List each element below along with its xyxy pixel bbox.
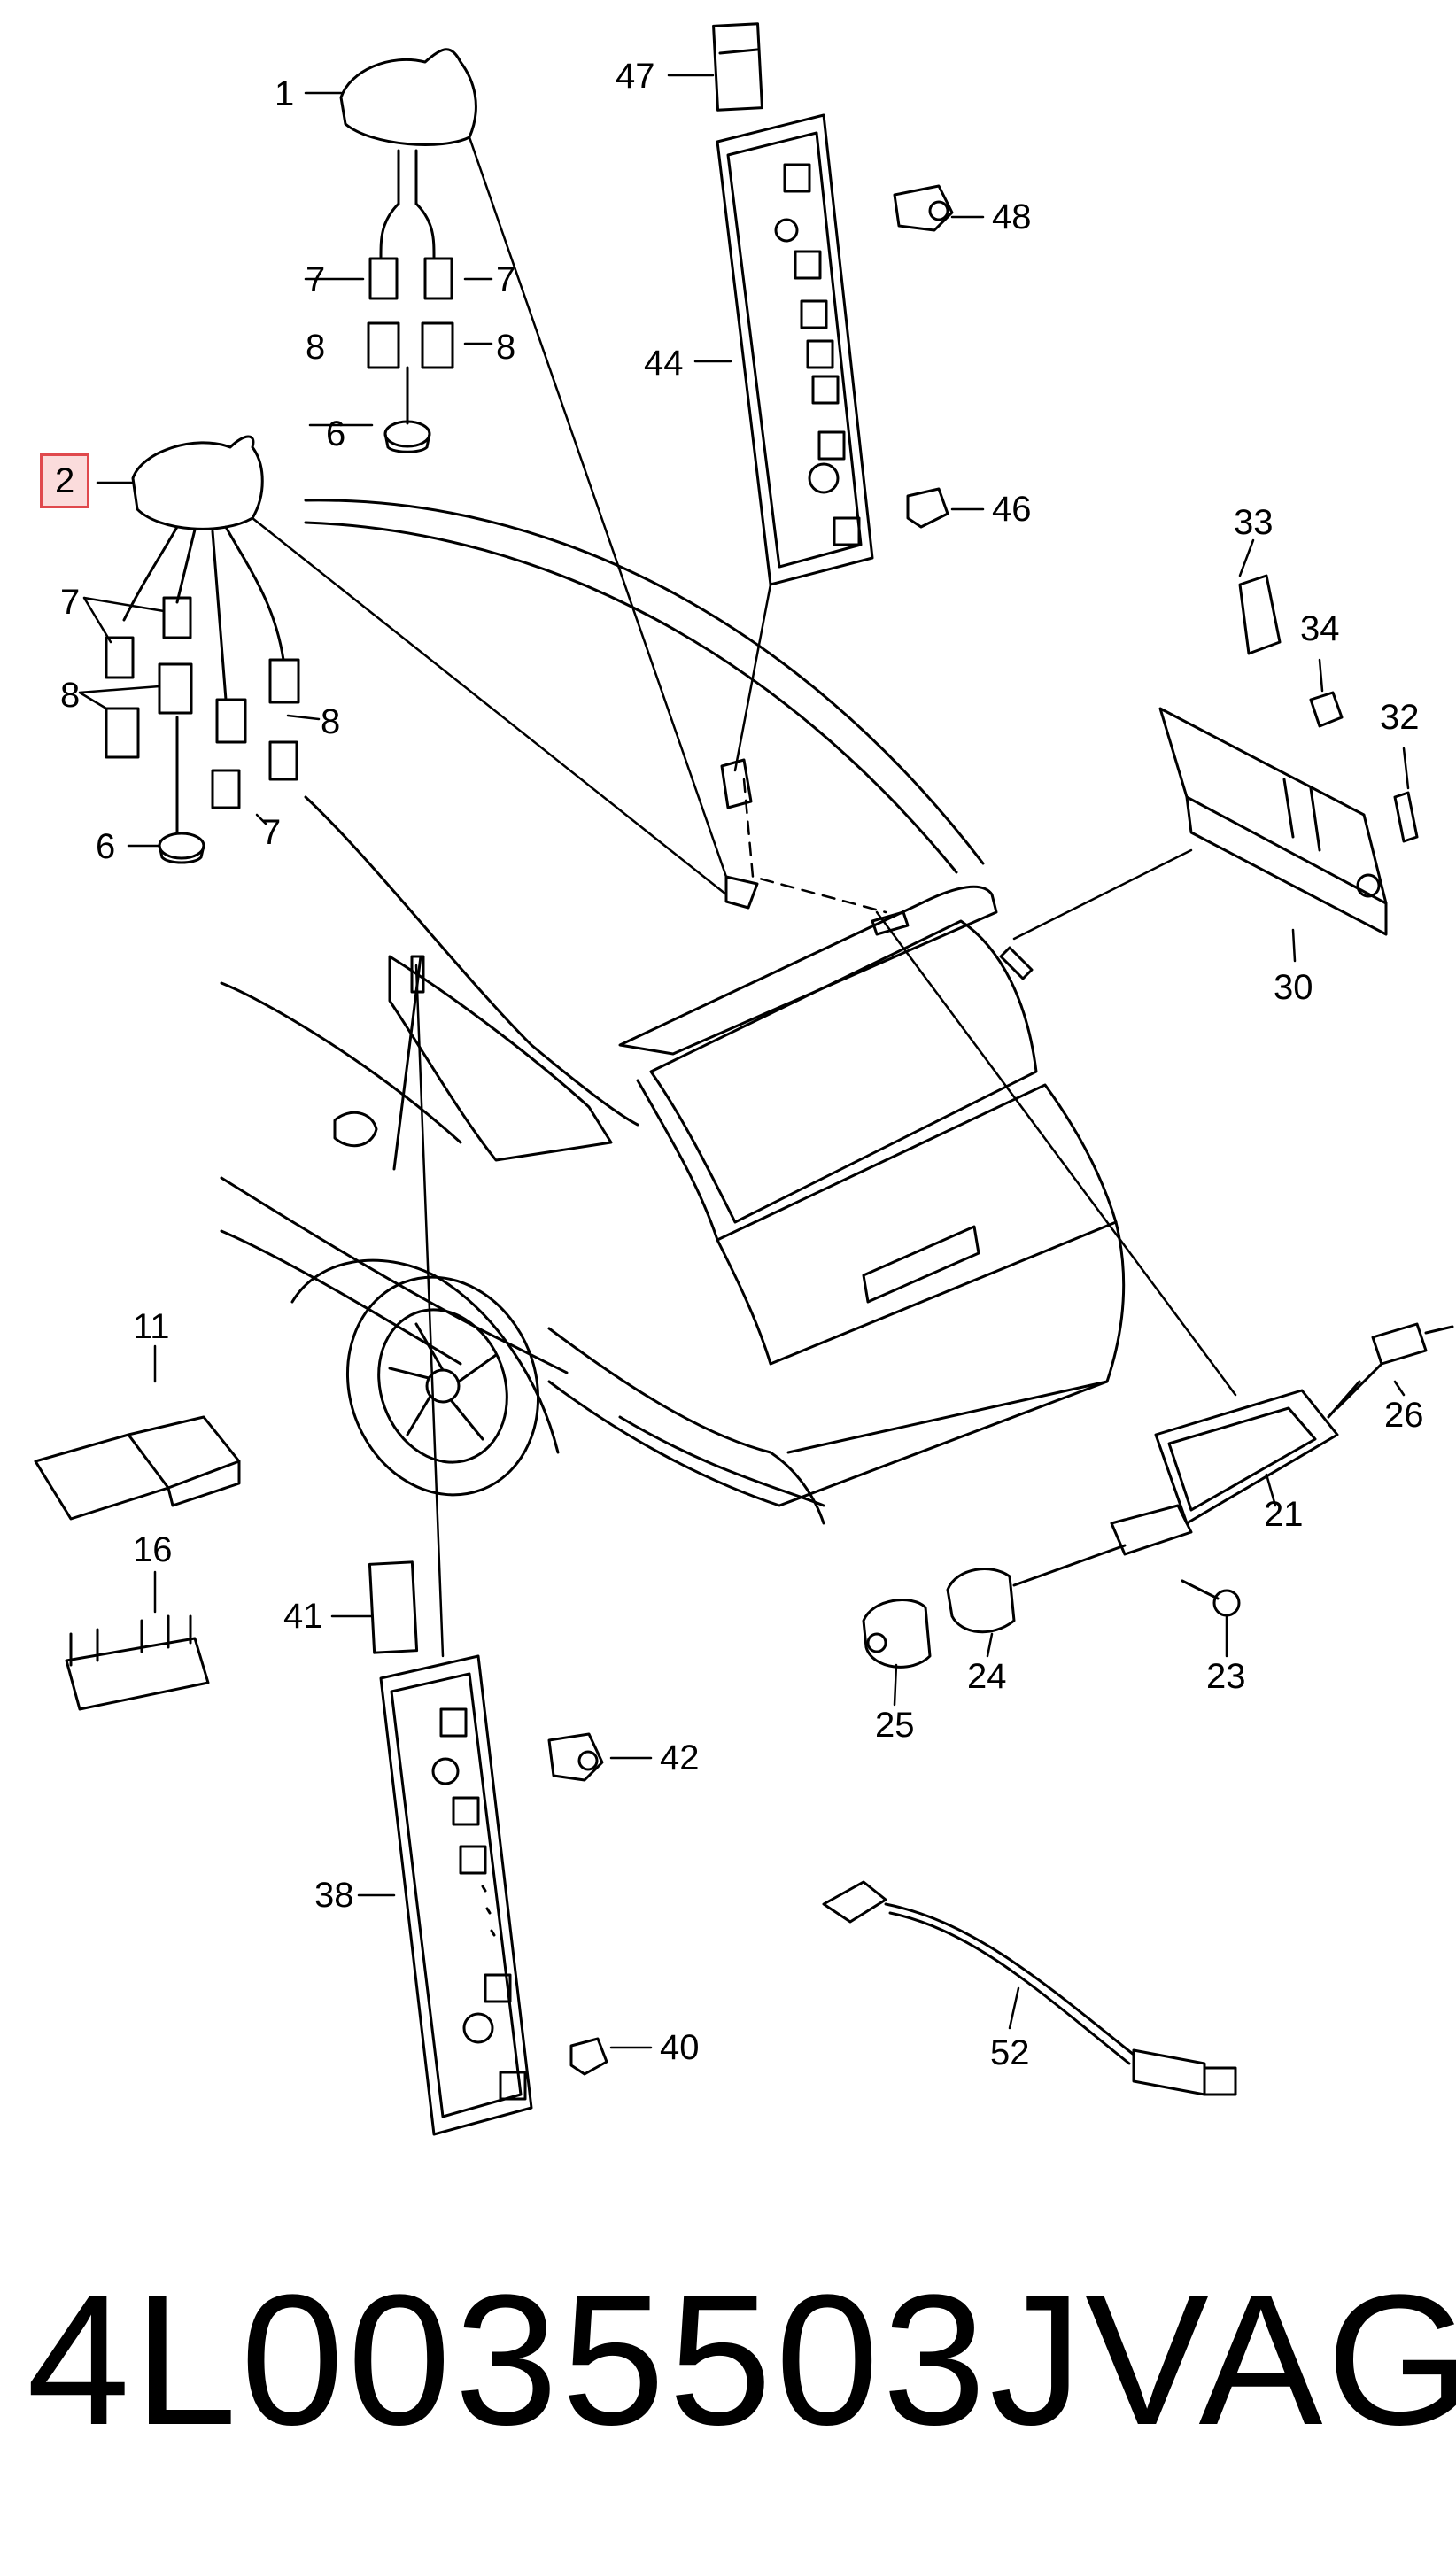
callout-24: 24 xyxy=(967,1657,1007,1696)
callout-46: 46 xyxy=(992,490,1032,529)
callout-7-d: 7 xyxy=(261,813,282,852)
callout-23: 23 xyxy=(1206,1657,1246,1696)
callout-8-b: 8 xyxy=(496,328,516,367)
nut-46 xyxy=(906,487,949,529)
callout-38: 38 xyxy=(314,1876,354,1915)
roof-antenna-2 xyxy=(105,435,300,864)
sensor-module-30 xyxy=(1158,574,1419,936)
connector-25 xyxy=(862,1599,932,1669)
callout-21: 21 xyxy=(1264,1495,1304,1534)
callout-11: 11 xyxy=(133,1307,170,1346)
callout-6-left: 6 xyxy=(96,827,116,866)
vehicle-outline xyxy=(220,499,1126,1525)
cable-52 xyxy=(822,1880,1237,2096)
antenna-amplifier-38 xyxy=(368,1560,533,2136)
callout-41: 41 xyxy=(283,1597,323,1636)
brand-name: VAG xyxy=(1085,2256,1456,2464)
control-unit-21 xyxy=(1110,1362,1383,1556)
callout-7-a: 7 xyxy=(306,260,326,299)
callout-7-b: 7 xyxy=(496,260,516,299)
callout-25: 25 xyxy=(875,1706,915,1745)
callout-8-c: 8 xyxy=(60,676,81,715)
part-number: 4L0035503J xyxy=(27,2256,1087,2464)
nut-40 xyxy=(569,2037,608,2076)
callout-16: 16 xyxy=(133,1530,173,1569)
callout-48: 48 xyxy=(992,197,1032,236)
callout-30: 30 xyxy=(1274,968,1313,1007)
callout-40: 40 xyxy=(660,2028,700,2067)
callout-8-a: 8 xyxy=(306,328,326,367)
roof-mount-points xyxy=(410,758,1034,994)
plug-42 xyxy=(547,1732,604,1782)
callout-1: 1 xyxy=(275,74,295,113)
bracket-16 xyxy=(65,1614,210,1711)
plug-48 xyxy=(893,184,954,232)
callout-42: 42 xyxy=(660,1738,700,1777)
control-module-11 xyxy=(34,1415,241,1521)
screw-23 xyxy=(1181,1579,1241,1617)
callout-34: 34 xyxy=(1300,609,1340,648)
leader-lines xyxy=(78,74,1410,2049)
callout-7-c: 7 xyxy=(60,583,81,622)
connector-24 xyxy=(946,1544,1127,1634)
callout-26: 26 xyxy=(1384,1396,1424,1435)
callout-44: 44 xyxy=(644,344,684,383)
callout-33: 33 xyxy=(1234,503,1274,542)
callout-52: 52 xyxy=(990,2033,1030,2072)
callout-32: 32 xyxy=(1380,698,1420,737)
antenna-amplifier-44 xyxy=(712,22,874,586)
callout-8-d: 8 xyxy=(321,702,341,741)
callout-6-top: 6 xyxy=(326,414,346,453)
callout-2-highlighted[interactable]: 2 xyxy=(40,453,90,508)
roof-antenna-1 xyxy=(339,48,477,453)
connector-26 xyxy=(1371,1322,1454,1366)
callout-47: 47 xyxy=(616,57,655,96)
